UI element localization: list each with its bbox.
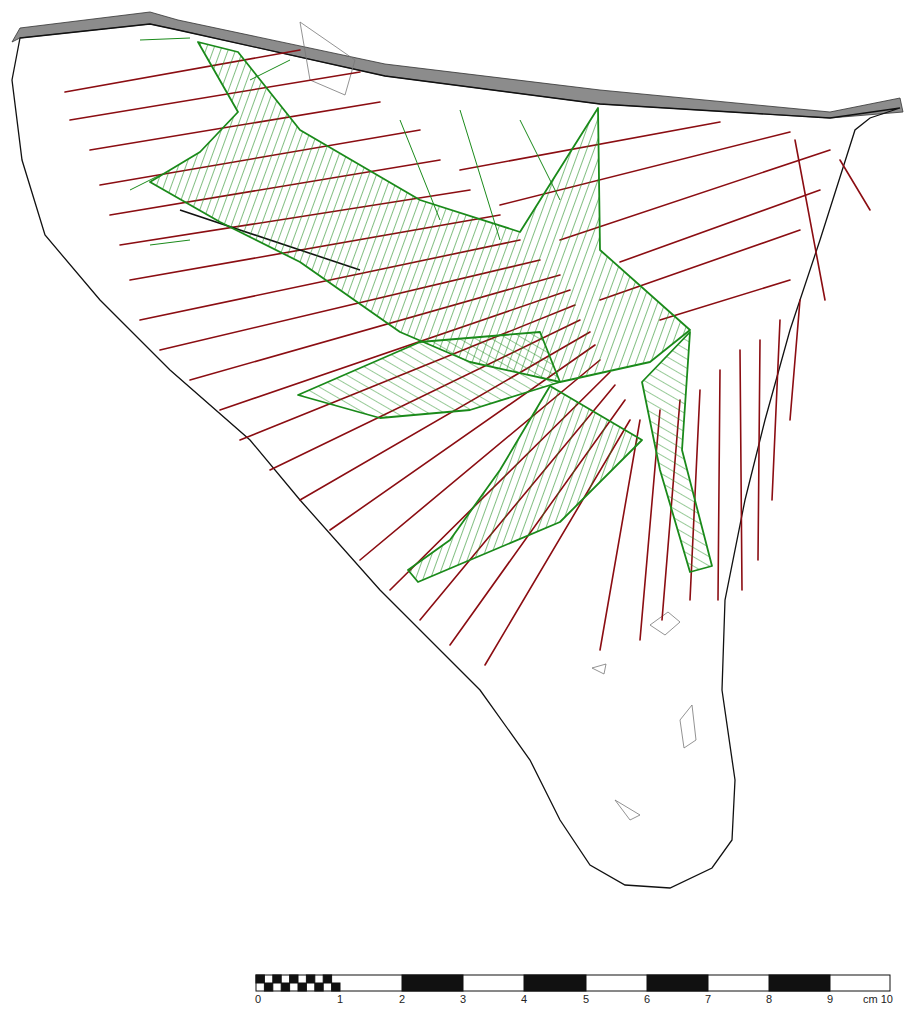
scale-number: 1 <box>337 993 343 1006</box>
scale-number: 6 <box>644 993 650 1006</box>
scale-number: 2 <box>399 993 405 1006</box>
green-figure <box>130 38 712 582</box>
scale-number: 8 <box>766 993 772 1006</box>
scale-number: cm 10 <box>863 993 893 1006</box>
surface-marks <box>300 22 696 820</box>
scale-number: 9 <box>827 993 833 1006</box>
scale-number: 5 <box>583 993 589 1006</box>
scale-number: 3 <box>460 993 466 1006</box>
scale-number: 7 <box>705 993 711 1006</box>
scale-number: 4 <box>521 993 527 1006</box>
scale-number: 0 <box>255 993 261 1006</box>
fracture-strip <box>12 12 903 118</box>
object-outline <box>12 24 900 888</box>
scale-bar <box>256 975 890 991</box>
red-engraved-lines <box>65 50 870 665</box>
